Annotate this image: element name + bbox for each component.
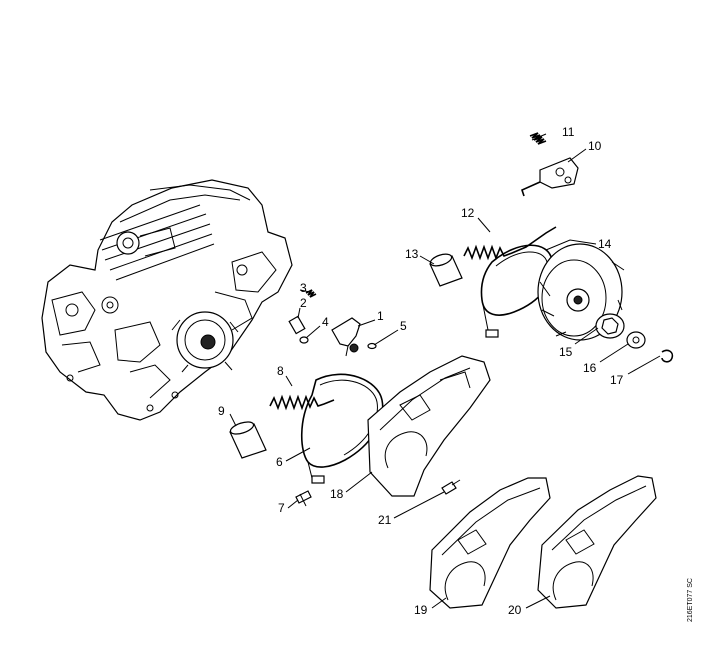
- callout-20: 20: [508, 603, 522, 617]
- callout-4: 4: [322, 315, 329, 329]
- callout-17: 17: [610, 373, 624, 387]
- part-10-lever: [521, 157, 579, 197]
- engine-assembly: [41, 179, 293, 421]
- callout-15: 15: [559, 345, 573, 359]
- callout-10: 10: [588, 139, 602, 153]
- part-17-eclip: [661, 349, 674, 363]
- part-12-spring: [463, 226, 557, 261]
- part-13-sleeve: [429, 253, 463, 287]
- callout-2: 2: [300, 296, 307, 310]
- part-8-spring: [269, 394, 335, 411]
- callout-5: 5: [400, 319, 407, 333]
- part-11-spring: [529, 132, 547, 145]
- part-3-spring: [305, 289, 317, 298]
- drawing-code: 216ET077 SC: [687, 578, 694, 622]
- part-14-clutch-drum: [537, 243, 625, 341]
- callout-12: 12: [461, 206, 475, 220]
- part-18-cover: [367, 355, 491, 497]
- callout-18: 18: [330, 487, 344, 501]
- callout-labels: 3 2 4 1 5 8 9 6 7 10 11 12 13 14 15 16 1…: [218, 125, 624, 617]
- part-2-pin: [288, 315, 306, 335]
- part-21-screw: [441, 479, 461, 495]
- part-19-cover: [429, 477, 551, 609]
- callout-13: 13: [405, 247, 419, 261]
- part-9-sleeve: [229, 421, 267, 459]
- callout-8: 8: [277, 364, 284, 378]
- part-1-brake-lever: [331, 317, 361, 357]
- callout-19: 19: [414, 603, 428, 617]
- callout-1: 1: [377, 309, 384, 323]
- callout-6: 6: [276, 455, 283, 469]
- part-15-sprocket: [595, 313, 625, 339]
- callout-21: 21: [378, 513, 392, 527]
- callout-16: 16: [583, 361, 597, 375]
- callout-14: 14: [598, 237, 612, 251]
- part-16-washer: [626, 331, 646, 349]
- part-20-cover: [537, 475, 657, 609]
- leader-lines: [229, 133, 661, 609]
- part-6-brake-band: [300, 373, 384, 484]
- part-7-screw: [295, 490, 312, 507]
- callout-9: 9: [218, 404, 225, 418]
- part-4-washer: [299, 336, 309, 344]
- callout-3: 3: [300, 281, 307, 295]
- upper-brake-band: [480, 244, 554, 338]
- callout-7: 7: [278, 501, 285, 515]
- callout-11: 11: [562, 125, 575, 139]
